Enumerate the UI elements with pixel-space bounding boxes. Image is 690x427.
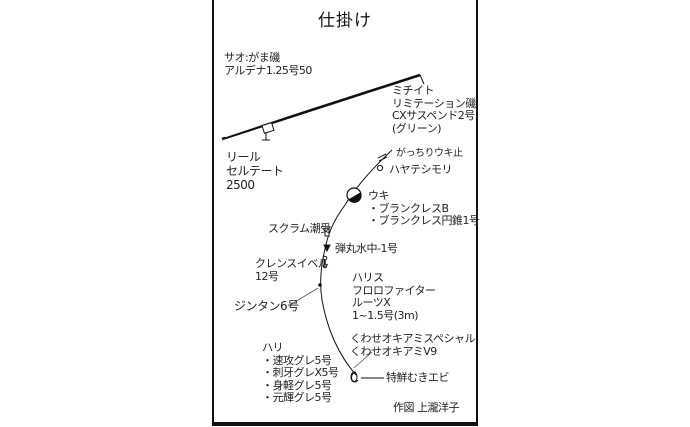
hooks-label-line1: ハリ: [262, 341, 284, 354]
main-line-label-line1: ミチイト: [392, 84, 435, 97]
leader-label-line2: フロロファイター: [352, 283, 436, 297]
swivel-label: クレンスイベル 12号: [255, 257, 329, 283]
float-label: ウキ ・ブランクレスB ・ブランクレス円錐1号: [368, 189, 480, 228]
hooks-label-line2: ・速攻グレ5号: [262, 353, 332, 367]
float-holder-label: スクラム潮受: [268, 222, 331, 235]
float-label-line2: ・ブランクレスB: [368, 201, 449, 215]
float-icon: [346, 187, 362, 203]
hooks-label: ハリ ・速攻グレ5号 ・刺牙グレX5号 ・身軽グレ5号 ・元輝グレ5号: [262, 341, 339, 405]
bait-label-line1: くわせオキアミスペシャル: [350, 332, 476, 345]
bead-icon: [376, 164, 384, 172]
hooks-label-line5: ・元輝グレ5号: [262, 391, 332, 404]
hooks-label-line3: ・刺牙グレX5号: [262, 366, 339, 379]
leader-label-line4: 1~1.5号(3m): [352, 308, 419, 322]
diagram-frame: [212, 0, 478, 424]
reel-label-line2: セルテート: [226, 164, 284, 178]
float-label-line3: ・ブランクレス円錐1号: [368, 214, 480, 227]
main-line-label-line3: CXサスペンド2号: [392, 109, 475, 122]
swivel-label-line2: 12号: [255, 269, 279, 283]
diagram-title: 仕掛け: [318, 11, 372, 31]
stopper-label: がっちりウキ止: [396, 148, 463, 159]
float-stopper-icon: [377, 153, 388, 162]
split-shot-icon: [318, 283, 322, 287]
rod-label-line1: サオ:がま磯: [224, 51, 280, 64]
bead-label: ハヤテシモリ: [389, 163, 453, 176]
sinker-label: 弾丸水中-1号: [335, 242, 398, 255]
credit-label: 作図 上瀧洋子: [393, 401, 460, 414]
float-holder-icon: [324, 227, 330, 237]
main-line-label-line2: リミテーション磯: [392, 96, 476, 110]
reel-label-line3: 2500: [226, 178, 255, 192]
swivel-icon: [322, 255, 328, 269]
float-label-line1: ウキ: [368, 189, 390, 202]
frame-bottom-border: [212, 424, 478, 426]
reel-icon: [257, 112, 301, 141]
reel-label: リール セルテート 2500: [226, 150, 284, 192]
hook-icon: [350, 371, 359, 383]
reel-label-line1: リール: [226, 150, 261, 164]
main-line-label-line4: (グリーン): [392, 121, 442, 135]
hooks-label-line4: ・身軽グレ5号: [262, 378, 332, 392]
rod-label-line2: アルデナ1.25号50: [224, 63, 312, 77]
swivel-label-line1: クレンスイベル: [255, 257, 329, 270]
main-line-label: ミチイト リミテーション磯 CXサスペンド2号 (グリーン): [392, 84, 476, 135]
leader-label-line1: ハリス: [352, 271, 384, 284]
bait-label-line2: くわせオキアミV9: [350, 344, 437, 358]
bait-label: くわせオキアミスペシャル くわせオキアミV9: [350, 332, 476, 358]
rod-label: サオ:がま磯 アルデナ1.25号50: [224, 51, 312, 77]
leader-label-line3: ルーツX: [352, 296, 391, 309]
rod-icon: [221, 73, 425, 141]
leader-label: ハリス フロロファイター ルーツX 1~1.5号(3m): [352, 271, 436, 322]
split-shot-label: ジンタン6号: [234, 299, 299, 313]
bait2-label: 特鮮むきエビ: [386, 371, 450, 384]
sinker-icon: [323, 244, 331, 253]
